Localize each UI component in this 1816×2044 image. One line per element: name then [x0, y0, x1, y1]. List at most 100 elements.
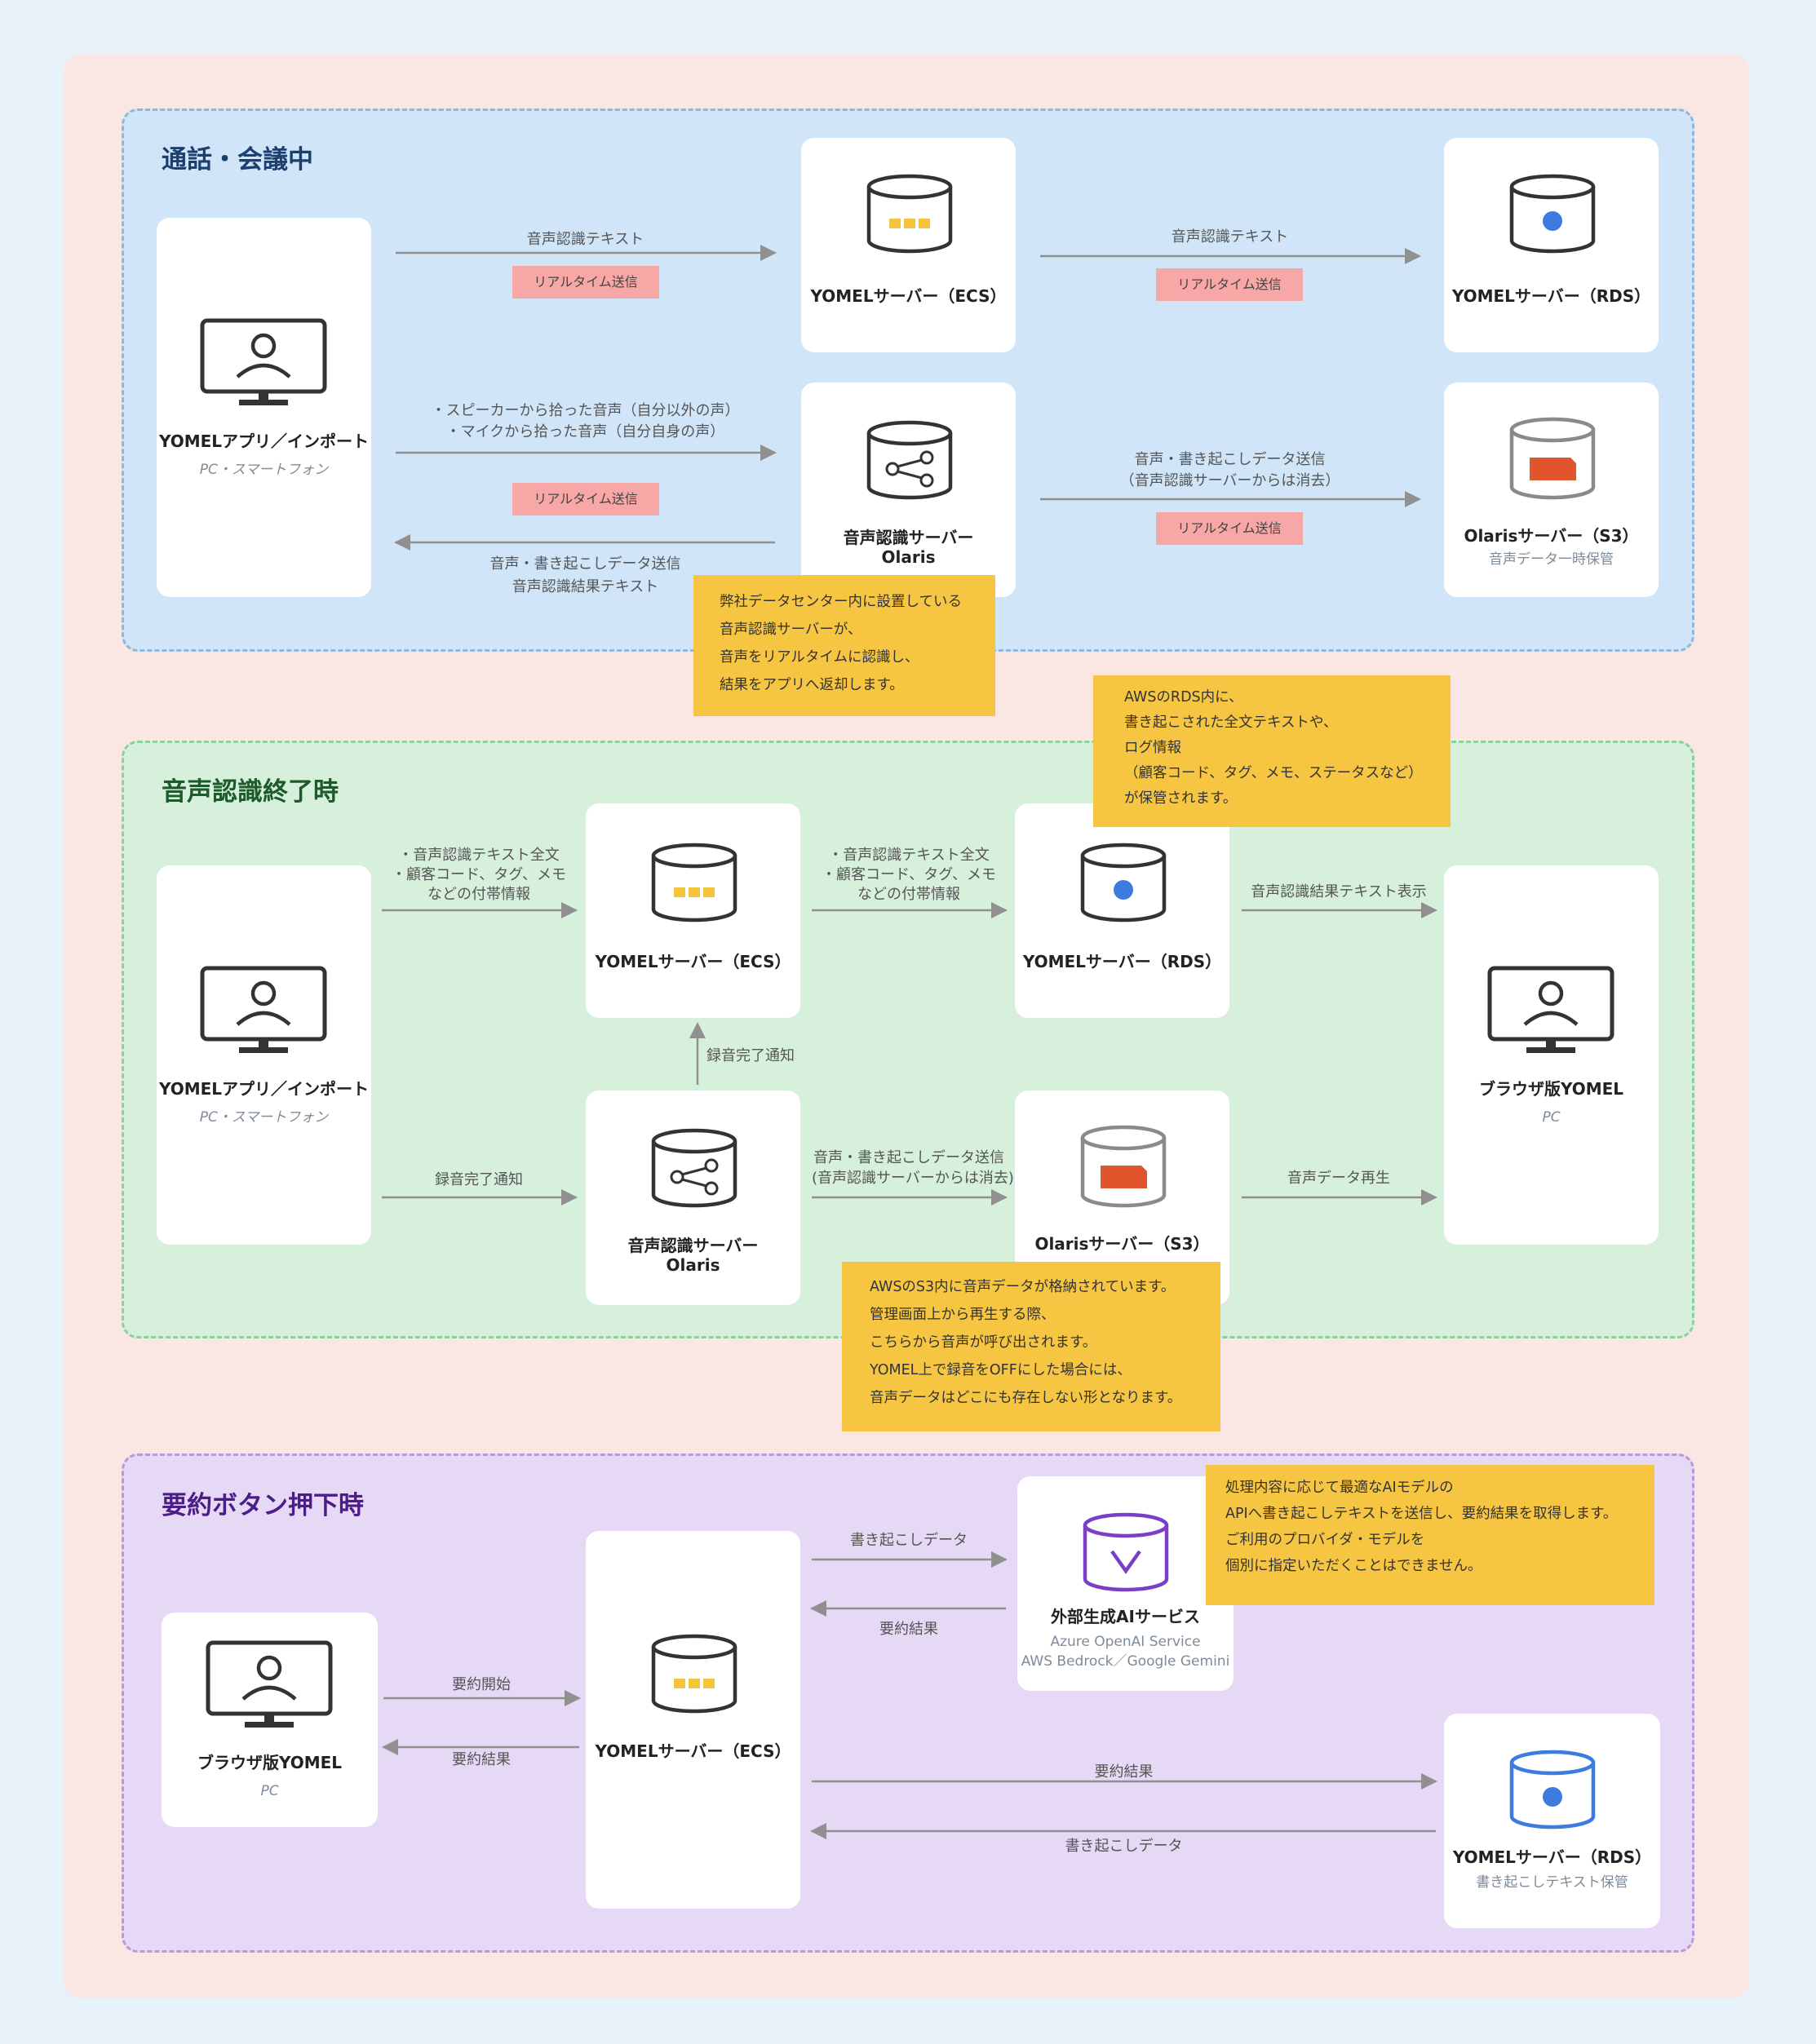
note-line: が保管されます。 — [1124, 790, 1238, 807]
note-callout: AWSのRDS内に、 書き起こされた全文テキストや、 ログ情報 （顧客コード、タ… — [1093, 675, 1451, 827]
card-label: YOMELサーバー（ECS） — [595, 952, 791, 971]
arrow-label: 音声・書き起こしデータ送信 — [489, 555, 681, 573]
arrow-label: 音声認識テキスト — [526, 231, 644, 248]
card-label: Olaris — [666, 1255, 720, 1275]
database-dots-icon — [866, 174, 953, 254]
arrow-label: 書き起こしデータ — [1065, 1838, 1183, 1855]
ecs-card: YOMELサーバー（ECS） — [586, 1531, 800, 1909]
database-bucket-icon — [1509, 417, 1596, 500]
note-line: 音声データはどこにも存在しない形となります。 — [870, 1390, 1182, 1406]
arrow-label: などの付帯情報 — [427, 886, 530, 903]
database-dot-icon — [1080, 843, 1167, 922]
rds-card: YOMELサーバー（RDS） — [1444, 138, 1659, 352]
rds-card: YOMELサーバー（RDS） 書き起こしテキスト保管 — [1444, 1714, 1660, 1928]
monitor-user-icon — [200, 966, 327, 1053]
card-label: Olarisサーバー（S3） — [1034, 1234, 1210, 1254]
rds-card: YOMELサーバー（RDS） — [1015, 803, 1229, 1018]
card-label: YOMELサーバー（RDS） — [1022, 952, 1222, 971]
arrow-label: 要約結果 — [879, 1621, 938, 1638]
section-title: 音声認識終了時 — [162, 777, 339, 807]
note-line: 音声認識サーバーが、 — [720, 622, 862, 638]
realtime-badge: リアルタイム送信 — [512, 483, 659, 515]
arrow-label: ・音声認識テキスト全文 — [398, 847, 560, 864]
card-sub: PC — [1542, 1109, 1561, 1126]
arrow-label: 要約結果 — [452, 1751, 511, 1768]
arrow-label: 音声・書き起こしデータ送信 — [1134, 451, 1326, 468]
card-sub: 書き起こしテキスト保管 — [1476, 1874, 1628, 1891]
note-line: こちらから音声が呼び出されます。 — [870, 1334, 1097, 1351]
note-line: 書き起こされた全文テキストや、 — [1124, 715, 1338, 731]
arrow-label: ・音声認識テキスト全文 — [828, 847, 990, 864]
card-sub: PC — [260, 1783, 279, 1799]
note-line: AWSのS3内に音声データが格納されています。 — [870, 1279, 1176, 1295]
arrow-label: 音声認識テキスト — [1171, 228, 1289, 246]
database-dot-icon — [1509, 174, 1596, 254]
note-line: （顧客コード、タグ、メモ、ステータスなど） — [1124, 765, 1423, 781]
olaris-card: 音声認識サーバー Olaris — [586, 1091, 800, 1305]
card-sub: Azure OpenAI Service — [1050, 1634, 1201, 1650]
database-bucket-icon — [1080, 1125, 1167, 1208]
card-label: ブラウザ版YOMEL — [197, 1753, 343, 1772]
arrow-label: 要約結果 — [1094, 1763, 1154, 1781]
note-line: YOMEL上で録音をOFFにした場合には、 — [870, 1362, 1132, 1378]
card-label: YOMELサーバー（ECS） — [595, 1741, 791, 1761]
database-dots-icon — [651, 1634, 737, 1714]
database-share-icon — [866, 420, 953, 500]
note-callout: AWSのS3内に音声データが格納されています。 管理画面上から再生する際、 こち… — [842, 1262, 1220, 1431]
card-label: 音声認識サーバー — [843, 528, 974, 547]
arrow-label: ・顧客コード、タグ、メモ — [821, 866, 997, 883]
browser-card: ブラウザ版YOMEL PC — [1444, 865, 1659, 1245]
realtime-badge: リアルタイム送信 — [512, 266, 659, 299]
realtime-badge: リアルタイム送信 — [1156, 512, 1303, 545]
card-label: YOMELサーバー（RDS） — [1452, 1847, 1652, 1867]
note-line: 結果をアプリへ返却します。 — [720, 677, 904, 693]
arrow-label: 録音完了通知 — [435, 1171, 523, 1188]
card-label: YOMELアプリ／インポート — [158, 1079, 370, 1099]
arrow-label: などの付帯情報 — [857, 886, 960, 903]
monitor-user-icon — [1487, 966, 1614, 1053]
note-line: AWSのRDS内に、 — [1124, 689, 1243, 706]
note-line: 管理画面上から再生する際、 — [870, 1307, 1056, 1323]
card-label: 音声認識サーバー — [627, 1236, 759, 1255]
section-title: 通話・会議中 — [162, 145, 313, 175]
card-label: 外部生成AIサービス — [1051, 1607, 1200, 1626]
note-callout: 弊社データセンター内に設置している 音声認識サーバーが、 音声をリアルタイムに認… — [693, 575, 995, 716]
arrow-label: 要約開始 — [452, 1676, 511, 1693]
ai-card: 外部生成AIサービス Azure OpenAI Service AWS Bedr… — [1017, 1476, 1234, 1691]
arrow-label: 書き起こしデータ — [850, 1532, 968, 1549]
monitor-user-icon — [200, 318, 327, 405]
note-line: APIへ書き起こしテキストを送信し、要約結果を取得します。 — [1225, 1506, 1618, 1522]
arrow-label: 録音完了通知 — [706, 1047, 795, 1064]
card-label: Olarisサーバー（S3） — [1464, 526, 1639, 546]
note-line: 個別に指定いただくことはできません。 — [1225, 1558, 1482, 1574]
database-dot-icon — [1509, 1750, 1596, 1829]
card-sub: 音声データ一時保管 — [1489, 551, 1614, 568]
note-line: ご利用のプロバイダ・モデルを — [1225, 1532, 1425, 1548]
card-sub: PC・スマートフォン — [199, 462, 329, 478]
s3-card: Olarisサーバー（S3） 音声データ一時保管 — [1444, 383, 1659, 597]
card-label: ブラウザ版YOMEL — [1478, 1079, 1624, 1099]
ecs-card: YOMELサーバー（ECS） — [586, 803, 800, 1018]
arrow-label: ・スピーカーから拾った音声（自分以外の声） — [431, 402, 740, 419]
note-line: 音声をリアルタイムに認識し、 — [720, 649, 919, 666]
arrow-label: （音声認識サーバーからは消去） — [1119, 472, 1340, 489]
note-line: 弊社データセンター内に設置している — [720, 594, 962, 610]
arrow-label: 音声認識結果テキスト — [512, 578, 659, 595]
card-sub: AWS Bedrock／Google Gemini — [1021, 1653, 1230, 1670]
arrow-label: ・マイクから拾った音声（自分自身の声） — [445, 423, 725, 440]
card-sub: PC・スマートフォン — [199, 1109, 329, 1126]
note-line: 処理内容に応じて最適なAIモデルの — [1225, 1480, 1454, 1496]
section-title: 要約ボタン押下時 — [162, 1491, 364, 1520]
database-ai-icon — [1083, 1512, 1169, 1592]
card-label: Olaris — [881, 547, 936, 567]
database-share-icon — [651, 1128, 737, 1208]
card-label: YOMELサーバー（ECS） — [810, 286, 1007, 306]
arrow-label: (音声認識サーバーからは消去) — [812, 1170, 1014, 1187]
arrow-label: 音声・書き起こしデータ送信 — [813, 1149, 1004, 1166]
arrow-label: 音声データ再生 — [1287, 1170, 1390, 1187]
app-card: YOMELアプリ／インポート PC・スマートフォン — [157, 865, 371, 1245]
database-dots-icon — [651, 843, 737, 922]
card-label: YOMELアプリ／インポート — [158, 431, 370, 451]
app-card: YOMELアプリ／インポート PC・スマートフォン — [157, 218, 371, 597]
